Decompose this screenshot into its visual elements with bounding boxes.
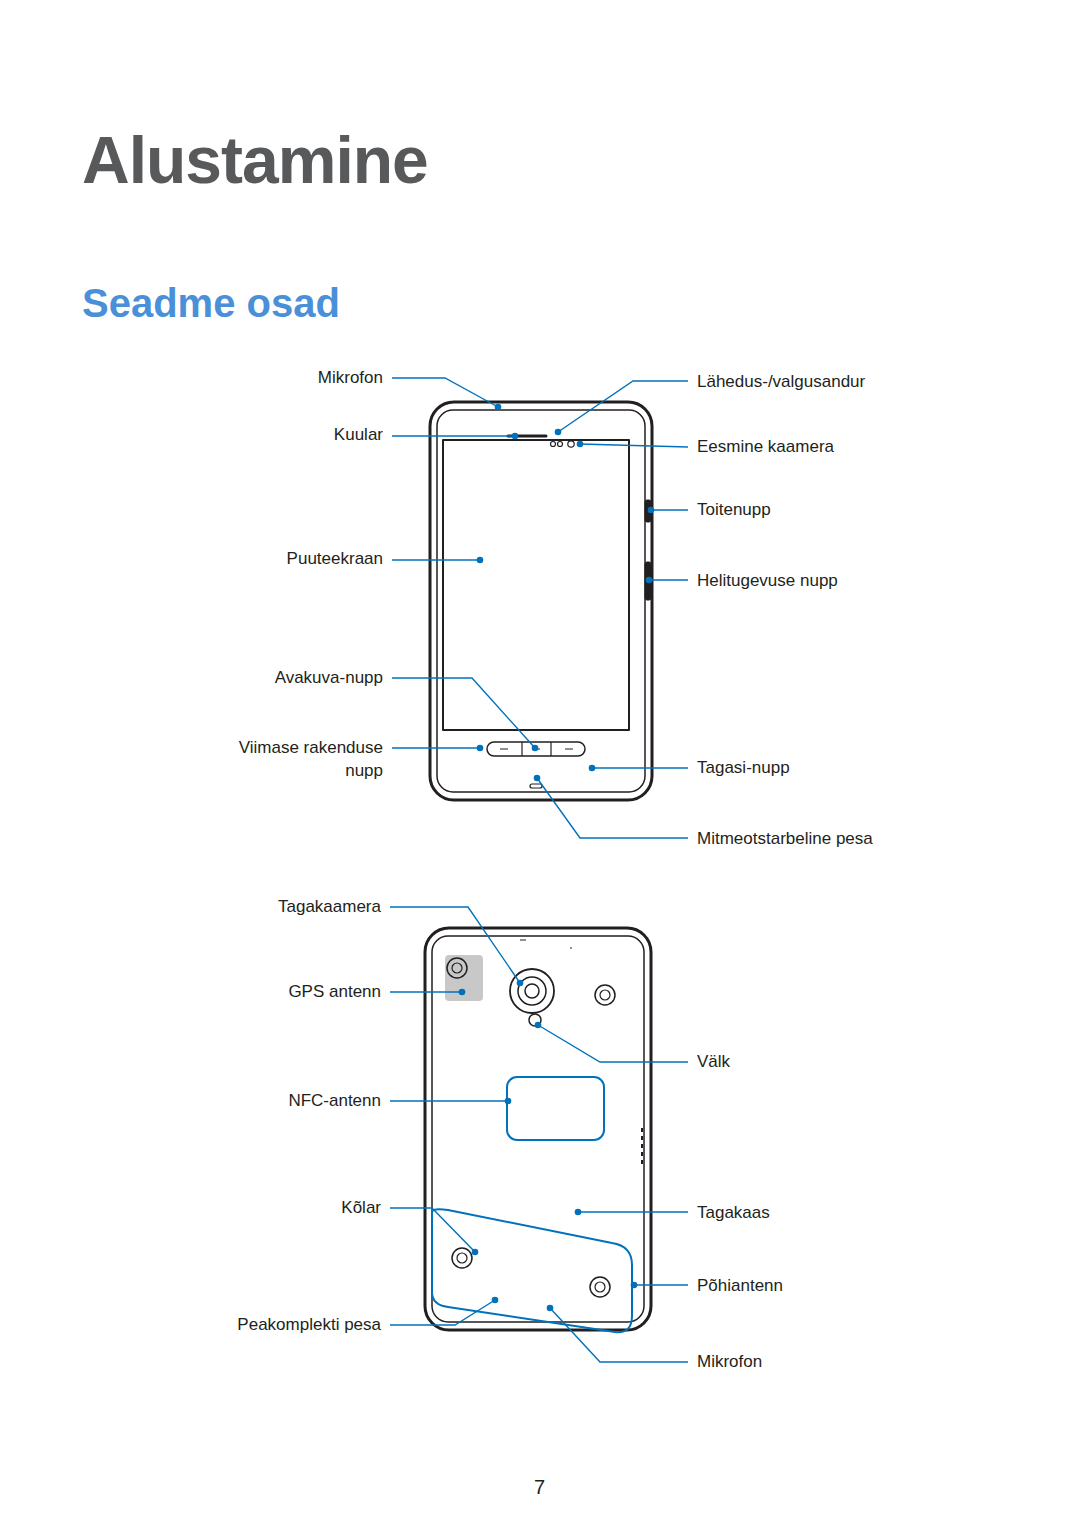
part-label: Toitenupp xyxy=(697,498,771,521)
part-label: Peakomplekti pesa xyxy=(237,1313,381,1336)
chapter-title: Alustamine xyxy=(82,122,428,198)
part-label: Välk xyxy=(697,1050,730,1073)
part-label: Viimase rakenduse nupp xyxy=(218,736,383,782)
part-label: Puuteekraan xyxy=(287,547,383,570)
part-label: GPS antenn xyxy=(288,980,381,1003)
part-label: Mikrofon xyxy=(697,1350,762,1373)
part-label: Tagakaamera xyxy=(278,895,381,918)
part-label: Lähedus-/valgusandur xyxy=(697,370,865,393)
part-label: Kuular xyxy=(334,423,383,446)
page-number: 7 xyxy=(534,1476,545,1499)
part-label: Mitmeotstarbeline pesa xyxy=(697,827,873,850)
part-label: NFC-antenn xyxy=(288,1089,381,1112)
part-label: Põhiantenn xyxy=(697,1274,783,1297)
part-label: Eesmine kaamera xyxy=(697,435,834,458)
part-label: Helitugevuse nupp xyxy=(697,569,838,592)
part-label: Mikrofon xyxy=(318,366,383,389)
part-label: Tagakaas xyxy=(697,1201,770,1224)
section-heading: Seadme osad xyxy=(82,279,340,327)
part-label: Tagasi-nupp xyxy=(697,756,790,779)
part-label: Kõlar xyxy=(341,1196,381,1219)
part-label: Avakuva-nupp xyxy=(275,666,383,689)
